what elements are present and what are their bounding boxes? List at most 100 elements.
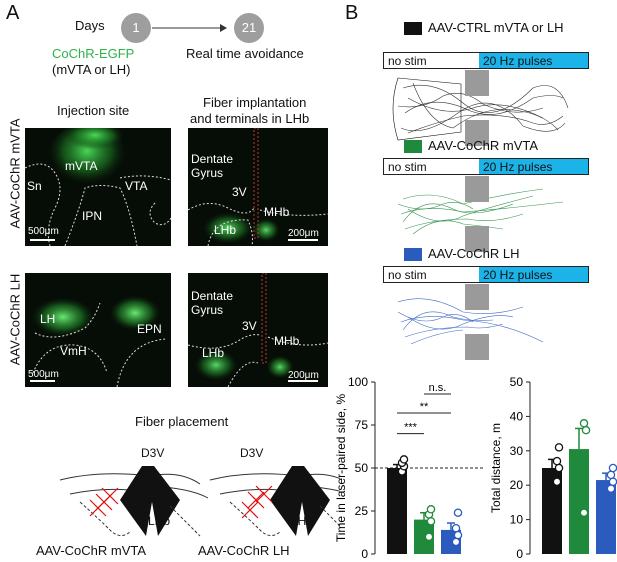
no-stim-label: no stim bbox=[384, 267, 479, 282]
bar bbox=[387, 468, 407, 554]
track-plot-ctrl bbox=[392, 70, 569, 146]
micrograph-lh-fiber: Dentate Gyrus 3V MHb LHb 200μm bbox=[188, 273, 328, 387]
y-tick-label: 50 bbox=[510, 375, 524, 389]
micrograph-lh-injection: LH EPN VmH 500μm bbox=[25, 273, 171, 387]
data-point bbox=[579, 419, 589, 428]
label-3v: 3V bbox=[242, 319, 257, 333]
test-label: Real time avoidance bbox=[186, 46, 304, 61]
timeline-arrow bbox=[121, 13, 264, 43]
y-tick-label: 25 bbox=[355, 504, 369, 518]
track-plot-lh bbox=[397, 284, 544, 360]
label-dentate: Dentate bbox=[191, 289, 234, 303]
y-tick-label: 10 bbox=[510, 513, 524, 527]
data-point bbox=[581, 425, 591, 435]
stim-bar-mvta: no stim 20 Hz pulses bbox=[383, 158, 589, 175]
day-end-circle bbox=[234, 13, 264, 43]
d3v-label-right: D3V bbox=[240, 446, 264, 460]
data-point bbox=[606, 484, 616, 493]
data-point bbox=[451, 523, 461, 533]
schematic-mvta bbox=[59, 466, 209, 537]
schematic-lh bbox=[209, 466, 340, 536]
data-point bbox=[451, 537, 461, 547]
day-end-label: 21 bbox=[241, 20, 257, 35]
legend-label-ctrl: AAV-CTRL mVTA or LH bbox=[428, 20, 564, 35]
label-ipn: IPN bbox=[82, 209, 103, 223]
label-mhb: MHb bbox=[274, 334, 300, 348]
micrograph-mvta-fiber: Dentate Gyrus 3V MHb LHb 200μm bbox=[188, 128, 328, 246]
data-point bbox=[453, 530, 463, 540]
significance-label: ** bbox=[420, 401, 429, 413]
fiber-placement-diagrams bbox=[59, 466, 340, 537]
caption-mvta: AAV-CoChR mVTA bbox=[36, 543, 147, 558]
significance-label: n.s. bbox=[429, 382, 447, 394]
label-mvta: mVTA bbox=[65, 159, 98, 173]
label-gyrus: Gyrus bbox=[191, 166, 224, 180]
virus-label: CoChR-EGFP bbox=[52, 46, 135, 61]
day-start-circle bbox=[121, 13, 151, 43]
day-start-label: 1 bbox=[132, 20, 140, 35]
data-point bbox=[554, 443, 564, 452]
label-lhb: LHb bbox=[214, 223, 237, 237]
row-label-mvta: AAV-CoChR mVTA bbox=[7, 118, 23, 229]
micrograph-mvta-injection: mVTA Sn VTA IPN 500μm bbox=[25, 128, 171, 246]
data-point bbox=[606, 470, 616, 480]
y-tick-label: 50 bbox=[355, 461, 369, 475]
legend-swatch-lh bbox=[404, 248, 422, 261]
significance-label: *** bbox=[404, 422, 418, 434]
stim-bar-ctrl: no stim 20 Hz pulses bbox=[383, 52, 589, 69]
y-tick-label: 40 bbox=[510, 409, 524, 423]
data-point bbox=[453, 508, 463, 517]
caption-lh: AAV-CoChR LH bbox=[198, 543, 290, 558]
panel-b-letter: B bbox=[345, 2, 359, 24]
label-3v: 3V bbox=[232, 185, 247, 199]
label-vmh: VmH bbox=[60, 344, 87, 358]
scale-bar-label: 200μm bbox=[288, 228, 319, 239]
y-axis-label: Time in laser-paired side, % bbox=[334, 394, 348, 543]
legend-label-lh: AAV-CoChR LH bbox=[428, 246, 520, 261]
label-lhb: LHb bbox=[202, 346, 225, 360]
label-dentate: Dentate bbox=[191, 152, 234, 166]
row-label-lh: AAV-CoChR LH bbox=[7, 273, 23, 366]
legend-label-mvta: AAV-CoChR mVTA bbox=[428, 138, 539, 153]
label-gyrus: Gyrus bbox=[191, 303, 224, 317]
bar bbox=[596, 480, 616, 554]
scale-bar-label: 500μm bbox=[28, 226, 59, 237]
scale-bar-label: 200μm bbox=[288, 370, 319, 381]
bar bbox=[414, 519, 434, 554]
y-tick-label: 100 bbox=[348, 375, 368, 389]
scale-bar-label: 500μm bbox=[28, 369, 59, 380]
panel-a-letter: A bbox=[6, 2, 20, 24]
data-point bbox=[608, 477, 617, 487]
virus-region-label: (mVTA or LH) bbox=[52, 62, 131, 77]
stim-label: 20 Hz pulses bbox=[479, 53, 588, 68]
lhb-label-left: LHb bbox=[148, 514, 171, 528]
stim-bar-lh: no stim 20 Hz pulses bbox=[383, 266, 589, 283]
data-point bbox=[552, 477, 562, 487]
data-point bbox=[424, 532, 434, 542]
y-tick-label: 30 bbox=[510, 444, 524, 458]
ventricle-shape bbox=[120, 466, 180, 536]
data-point bbox=[426, 505, 436, 514]
y-tick-label: 75 bbox=[355, 418, 369, 432]
lhb-label-right: LHb bbox=[291, 514, 314, 528]
y-tick-label: 20 bbox=[510, 478, 524, 492]
legend-swatch-mvta bbox=[404, 140, 422, 153]
data-point bbox=[552, 456, 562, 466]
y-axis-label: Total distance, m bbox=[489, 423, 503, 513]
no-stim-label: no stim bbox=[384, 53, 479, 68]
injection-site-title: Injection site bbox=[57, 103, 130, 118]
label-vta: VTA bbox=[125, 179, 148, 193]
bar bbox=[569, 449, 589, 554]
data-point bbox=[554, 463, 564, 473]
d3v-label-left: D3V bbox=[141, 446, 165, 460]
fiber-placement-title: Fiber placement bbox=[135, 414, 229, 429]
days-label: Days bbox=[75, 18, 105, 33]
data-point bbox=[399, 455, 409, 464]
fiber-title-line2: and terminals in LHb bbox=[190, 111, 310, 126]
data-point bbox=[608, 463, 617, 473]
legend-swatch-ctrl bbox=[404, 22, 422, 35]
data-point bbox=[579, 508, 589, 517]
y-tick-label: 0 bbox=[516, 547, 523, 561]
stim-label: 20 Hz pulses bbox=[479, 267, 588, 282]
